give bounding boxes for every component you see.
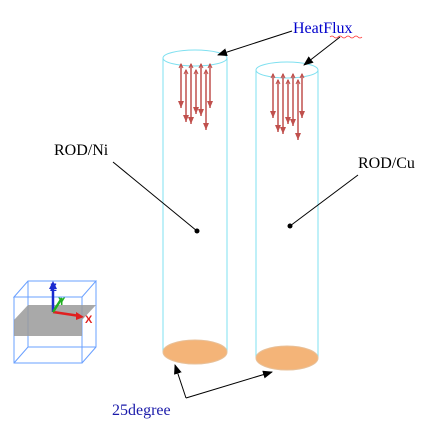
heatflux-arrows-ni	[178, 62, 213, 130]
leader-rod-cu-dot	[287, 223, 293, 229]
axis-x-label: X	[85, 314, 93, 326]
heatflux-cu-arrow-tail	[299, 72, 305, 79]
heatflux-cu-arrow-head	[295, 133, 301, 140]
leader-rod-cu	[289, 174, 359, 227]
rod-ni-top	[162, 49, 228, 67]
rod-ni-base	[162, 339, 228, 365]
heatflux-ni-arrow-tail	[188, 62, 194, 69]
coordinate-triad: Z Y X	[12, 280, 98, 364]
heatflux-cu-arrow-head	[299, 111, 305, 118]
leader-degree-cu	[185, 370, 273, 399]
heatflux-ni-arrow-tail	[178, 62, 184, 69]
heatflux-cu-arrow-tail	[295, 78, 301, 85]
heatflux-ni-arrow-head	[178, 101, 184, 108]
heatflux-ni-arrow-tail	[207, 62, 213, 69]
heatflux-ni-arrow-head	[207, 101, 213, 108]
heatflux-label: HeatFlux	[293, 20, 353, 37]
heatflux-cu-arrow-head	[280, 127, 286, 134]
leader-rod-ni-dot	[194, 228, 200, 234]
heatflux-cu-arrow-tail	[270, 72, 276, 79]
triad-box	[12, 280, 98, 364]
heatflux-cu-arrow-head	[290, 119, 296, 126]
rod-cu	[255, 61, 319, 371]
heatflux-cu-arrow-tail	[275, 78, 281, 85]
heatflux-cu-arrow-tail	[285, 78, 291, 85]
leader-heatflux-cu	[303, 36, 341, 66]
heatflux-ni-arrow-tail	[203, 68, 209, 75]
heatflux-arrows-cu	[270, 72, 305, 140]
axis-y-label: Y	[58, 296, 66, 308]
triad-plane-front	[14, 320, 82, 336]
degree-label: 25degree	[112, 402, 171, 419]
leader-lines	[112, 30, 359, 399]
axis-x-line	[52, 310, 81, 318]
rod-ni	[162, 49, 228, 365]
leader-degree-ni	[174, 364, 187, 399]
axis-y-line	[51, 297, 64, 313]
heatflux-ni-arrow-tail	[193, 68, 199, 75]
axis-z-head	[49, 281, 57, 289]
heatflux-ni-arrow-head	[183, 115, 189, 122]
axis-x-head	[76, 312, 84, 320]
axis-z-label: Z	[50, 282, 57, 294]
heatflux-ni-arrow-head	[188, 117, 194, 124]
heatflux-cu-arrow-head	[275, 125, 281, 132]
heatflux-ni-arrow-head	[193, 107, 199, 114]
heatflux-ni-arrow-head	[198, 109, 204, 116]
leader-heatflux-ni	[217, 30, 293, 57]
leader-rod-ni	[112, 161, 198, 232]
heatflux-ni-arrow-tail	[183, 68, 189, 75]
heatflux-cu-arrow-head	[285, 117, 291, 124]
heatflux-cu-arrow-tail	[280, 72, 286, 79]
rod-cu-label: ROD/Cu	[358, 155, 415, 172]
heatflux-spellcheck-underline	[329, 35, 363, 39]
rod-cu-top	[255, 61, 319, 79]
heatflux-ni-arrow-head	[203, 123, 209, 130]
rod-ni-label: ROD/Ni	[54, 142, 109, 159]
heatflux-cu-arrow-head	[270, 111, 276, 118]
heatflux-cu-arrow-tail	[290, 72, 296, 79]
rod-cu-base	[255, 345, 319, 371]
heatflux-ni-arrow-tail	[198, 62, 204, 69]
